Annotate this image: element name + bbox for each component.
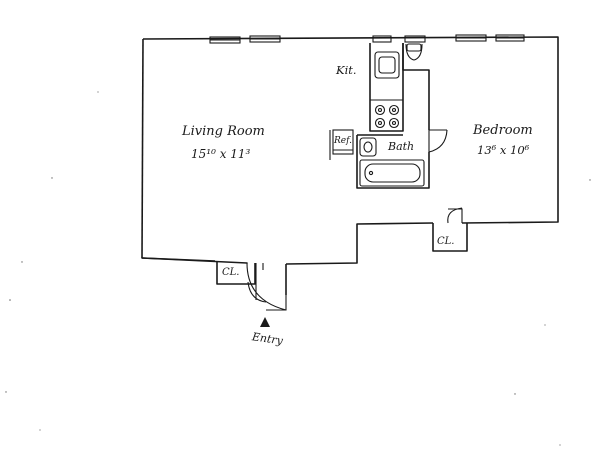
room-name-living: Living Room xyxy=(181,124,265,139)
kitchen-bath-core xyxy=(329,43,448,189)
closet-label-bedroom: CL. xyxy=(437,236,454,247)
room-dims-living: 15¹⁰ x 11³ xyxy=(191,147,251,161)
entry-label: Entry xyxy=(250,330,284,347)
closet-label-entry: CL. xyxy=(222,267,239,278)
scan-specks xyxy=(5,91,591,446)
room-name-kitchen: Kit. xyxy=(335,63,357,77)
entry-door xyxy=(246,262,287,311)
room-name-bath: Bath xyxy=(387,140,414,153)
refrigerator-label: Ref. xyxy=(333,136,352,146)
bedroom-closet-outline xyxy=(432,207,468,252)
windows xyxy=(209,34,525,44)
exterior-wall-left xyxy=(141,38,144,259)
living-bottom-wall xyxy=(141,257,216,262)
entry-arrow-icon xyxy=(260,317,270,327)
entry-closet-outline xyxy=(216,261,267,303)
room-dims-bedroom: 13⁶ x 10⁶ xyxy=(477,143,530,157)
room-name-bedroom: Bedroom xyxy=(472,123,533,138)
